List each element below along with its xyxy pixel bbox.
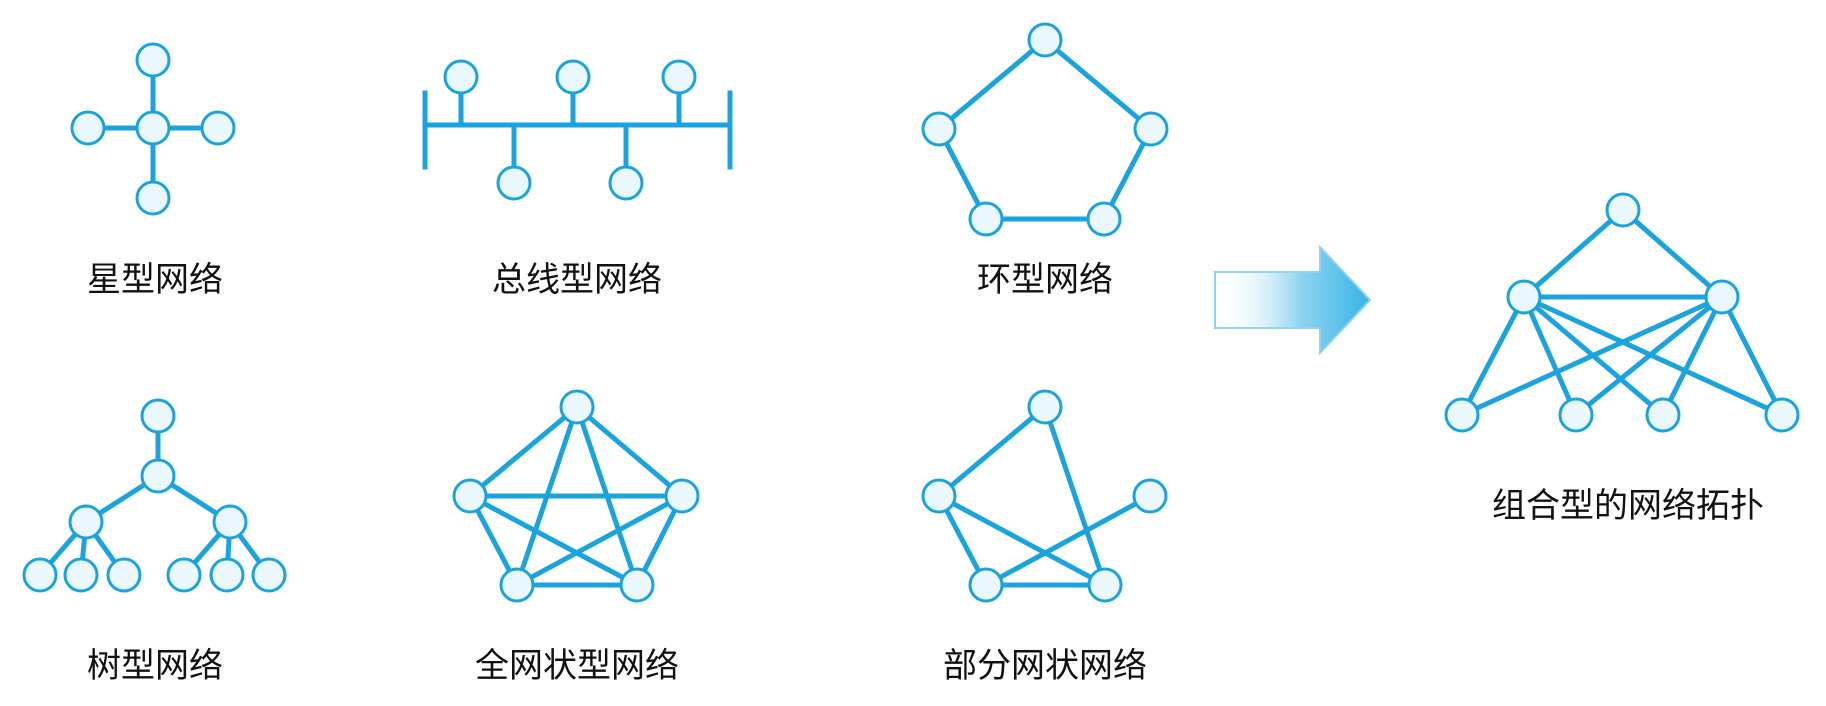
combined-node	[1558, 397, 1594, 433]
partial-mesh-node	[968, 567, 1004, 603]
tree-node	[68, 504, 104, 540]
full-mesh-node	[559, 389, 595, 425]
partial-mesh-node	[1087, 567, 1123, 603]
partial-mesh-edge	[935, 492, 1109, 589]
bus-node	[443, 59, 479, 95]
bus-node	[608, 165, 644, 201]
bus-node	[555, 59, 591, 95]
full-mesh-node	[619, 567, 655, 603]
combined-edge	[1619, 206, 1726, 301]
combined-edge	[1458, 293, 1528, 419]
combined-edge	[1659, 293, 1726, 419]
combined-topology-label: 组合型的网络拓扑	[1492, 486, 1764, 526]
full-mesh-edge	[513, 492, 686, 589]
partial-mesh-node	[1027, 389, 1063, 425]
partial-mesh-node	[921, 478, 957, 514]
full-mesh-edge	[573, 403, 686, 500]
combined-node	[1506, 279, 1542, 315]
tree-node	[140, 398, 176, 434]
tree-node	[251, 557, 287, 593]
star-node	[135, 110, 171, 146]
ring-edge	[935, 36, 1049, 133]
tree-node	[140, 458, 176, 494]
combined-edge	[1520, 293, 1580, 419]
ring-edge	[1041, 36, 1155, 133]
partial-mesh-node	[1132, 478, 1168, 514]
tree-node	[212, 504, 248, 540]
partial-mesh-edge	[982, 492, 1154, 589]
combined-node	[1605, 192, 1641, 228]
star-node	[70, 110, 106, 146]
right-arrow-icon	[1214, 244, 1372, 356]
partial-mesh-edge	[935, 403, 1049, 500]
full-mesh-node	[499, 567, 535, 603]
tree-network-label: 树型网络	[87, 646, 223, 686]
combined-node	[1704, 279, 1740, 315]
combined-edge	[1520, 293, 1786, 419]
tree-node	[22, 557, 58, 593]
ring-node	[968, 201, 1004, 237]
tree-node	[106, 557, 142, 593]
bus-network-label: 总线型网络	[492, 260, 662, 300]
ring-node	[921, 111, 957, 147]
combined-node	[1764, 397, 1800, 433]
tree-node	[209, 557, 245, 593]
combined-node	[1444, 397, 1480, 433]
combined-edge	[1458, 293, 1726, 419]
full-mesh-node	[452, 478, 488, 514]
combined-edge	[1572, 293, 1726, 419]
ring-node	[1133, 111, 1169, 147]
partial-mesh-edge	[1041, 403, 1109, 589]
bus-node	[496, 165, 532, 201]
combined-edge	[1718, 293, 1786, 419]
tree-node	[63, 557, 99, 593]
full-mesh-edge	[466, 403, 581, 500]
ring-node	[1027, 22, 1063, 58]
combined-edge	[1520, 206, 1627, 301]
full-mesh-node	[664, 478, 700, 514]
bus-node	[661, 59, 697, 95]
star-node	[200, 110, 236, 146]
full-mesh-network-label: 全网状型网络	[475, 646, 679, 686]
ring-network-label: 环型网络	[977, 260, 1113, 300]
full-mesh-edge	[466, 492, 641, 589]
combined-node	[1645, 397, 1681, 433]
tree-node	[166, 557, 202, 593]
ring-node	[1086, 201, 1122, 237]
partial-mesh-network-label: 部分网状网络	[943, 646, 1147, 686]
star-node	[135, 180, 171, 216]
star-node	[135, 42, 171, 78]
star-network-label: 星型网络	[87, 260, 223, 300]
